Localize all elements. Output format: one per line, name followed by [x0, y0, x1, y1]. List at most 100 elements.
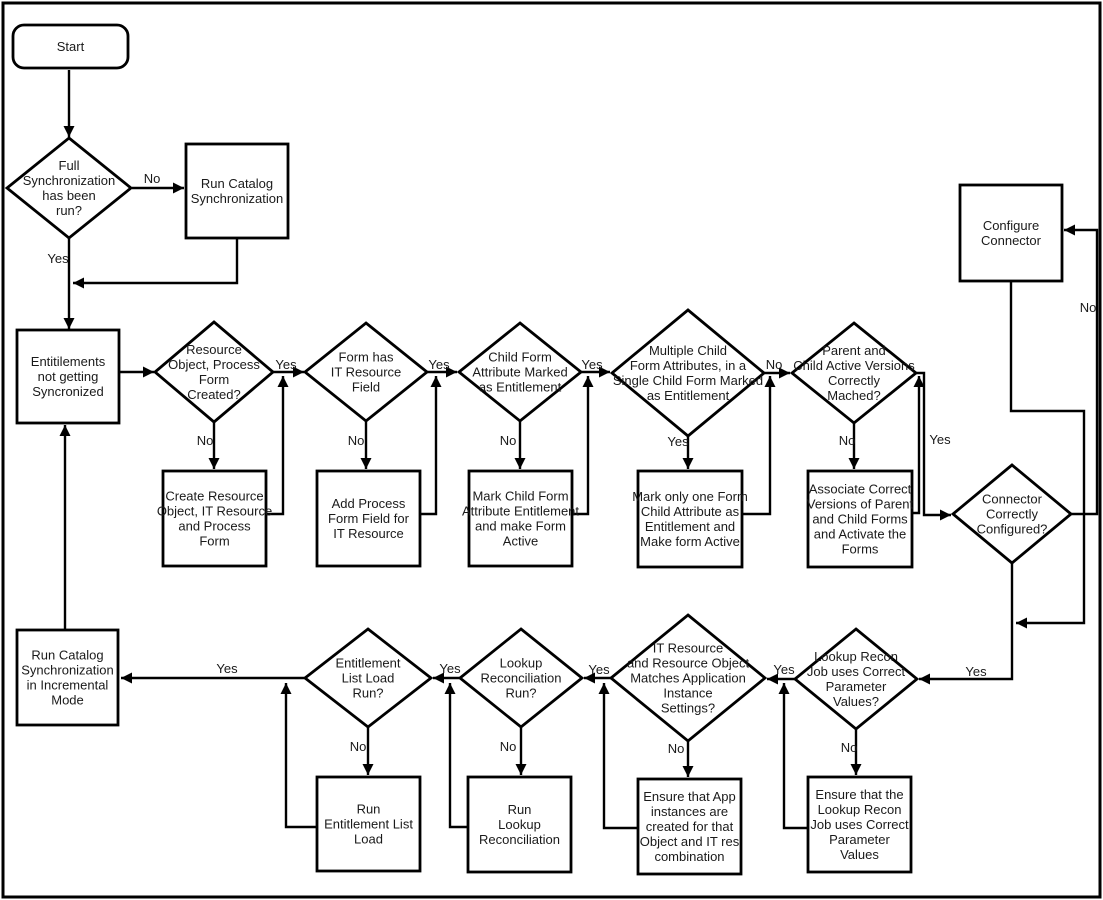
edge-label-d10-no: No: [350, 739, 367, 754]
edge-label-d1-yes: Yes: [275, 357, 297, 372]
decision-shape: [608, 613, 768, 743]
process-shape: [15, 328, 121, 425]
node-start: Start: [11, 23, 130, 70]
edge-label-d2-no: No: [348, 433, 365, 448]
edge-label-d7-yes: Yes: [773, 662, 795, 677]
edge-d6-yes-to-d7: [919, 563, 1014, 685]
process-shape: [806, 469, 914, 569]
edge-label-d10-yes: Yes: [216, 661, 238, 676]
edge-d5-yes-to-d6: [916, 371, 951, 521]
process-shape: [184, 142, 290, 240]
decision-shape: [457, 627, 585, 729]
edge-label-d6-no: No: [1080, 300, 1097, 315]
edge-label-fullsync-yes: Yes: [47, 251, 69, 266]
edge-label-d5-no: No: [839, 433, 856, 448]
decision-shape: [792, 627, 920, 731]
process-shape: [466, 775, 573, 874]
edge-b4-return-up: [742, 376, 776, 516]
edge-b1-return-up: [266, 376, 289, 516]
decision-shape: [302, 627, 434, 729]
edge-label-d5-yes: Yes: [929, 432, 951, 447]
edge-label-d9-yes: Yes: [439, 661, 461, 676]
process-shape: [15, 628, 120, 727]
edge-label-d6-yes: Yes: [965, 664, 987, 679]
decision-shape: [302, 321, 430, 423]
edge-label-d4-yes: Yes: [667, 434, 689, 449]
edge-configure-return: [1009, 281, 1086, 629]
process-shape: [958, 183, 1064, 283]
edge-b7-return-up: [444, 683, 468, 829]
edge-runcatalog-return: [73, 238, 239, 289]
edge-label-d7-no: No: [841, 740, 858, 755]
edge-label-d8-yes: Yes: [588, 662, 610, 677]
node-label-start: Start: [57, 39, 85, 54]
decision-shape: [4, 136, 134, 240]
decision-shape: [950, 463, 1074, 565]
decision-shape: [609, 308, 767, 438]
edge-label-d8-no: No: [668, 741, 685, 756]
decision-shape: [789, 321, 919, 425]
edge-b5-return-up: [912, 376, 925, 515]
process-shape: [315, 775, 422, 873]
edge-d6-no-to-configure: [1064, 224, 1099, 516]
process-shape: [315, 469, 422, 568]
decision-shape: [456, 321, 584, 423]
process-shape: [161, 469, 268, 568]
edge-label-d2-yes: Yes: [428, 357, 450, 372]
process-shape: [636, 777, 743, 876]
edge-b9-return-up: [778, 683, 808, 830]
edge-b6-return-up: [280, 683, 317, 829]
process-shape: [467, 469, 574, 568]
edge-label-fullsync-no: No: [144, 171, 161, 186]
edge-label-d4-no: No: [766, 357, 783, 372]
edge-b8-return-up: [598, 683, 638, 830]
edge-label-d1-no: No: [197, 433, 214, 448]
process-shape: [806, 775, 913, 874]
edge-label-d3-no: No: [500, 433, 517, 448]
